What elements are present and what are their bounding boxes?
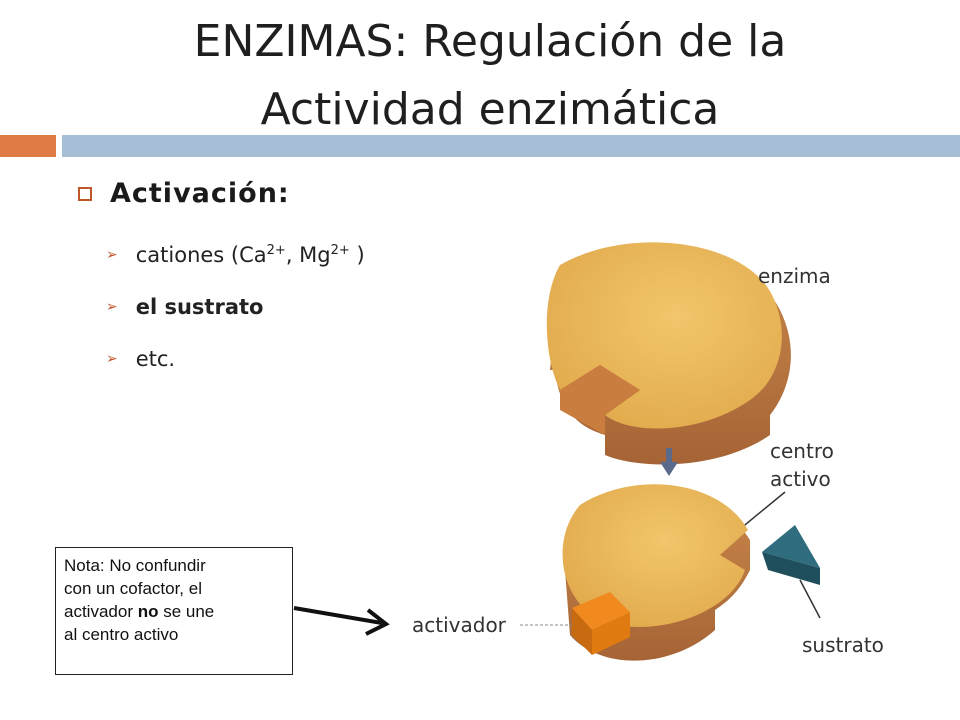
note-line-1: Nota: No confundir bbox=[64, 556, 206, 575]
note-line-3: activador no se une bbox=[64, 602, 215, 621]
enzyme-top-shape bbox=[546, 242, 791, 465]
bullet-activacion-label: Activación: bbox=[110, 178, 290, 209]
label-sustrato: sustrato bbox=[802, 633, 884, 657]
arrow-bullet-icon: ➢ bbox=[106, 299, 118, 315]
substrate-shape bbox=[762, 525, 820, 585]
square-bullet-icon bbox=[78, 186, 92, 201]
sub-bullet-sustrato: ➢ el sustrato bbox=[106, 295, 263, 319]
sub-bullet-etc: ➢ etc. bbox=[106, 347, 175, 371]
note-line-4: al centro activo bbox=[64, 625, 179, 644]
down-arrow-icon bbox=[660, 448, 678, 476]
note-box: Nota: No confundir con un cofactor, el a… bbox=[55, 547, 293, 675]
title-line-1: ENZIMAS: Regulación de la bbox=[193, 16, 787, 67]
sub-bullet-cationes-text: cationes (Ca2+, Mg2+ ) bbox=[135, 243, 365, 267]
slide-title: ENZIMAS: Regulación de la Actividad enzi… bbox=[60, 8, 920, 144]
accent-bar-right bbox=[62, 135, 960, 157]
label-centro: centro bbox=[770, 439, 834, 463]
sub-bullet-sustrato-text: el sustrato bbox=[135, 295, 264, 319]
accent-bar-left bbox=[0, 135, 56, 157]
arrow-bullet-icon: ➢ bbox=[106, 247, 118, 263]
enzyme-diagram: enzima centro activo activador sustrato bbox=[412, 242, 884, 661]
bullet-activacion: Activación: bbox=[78, 178, 290, 209]
activator-shape bbox=[572, 592, 630, 655]
label-activador: activador bbox=[412, 613, 507, 637]
sub-bullet-cationes: ➢ cationes (Ca2+, Mg2+ ) bbox=[106, 243, 365, 267]
sub-bullet-etc-text: etc. bbox=[135, 347, 176, 371]
note-arrow-icon bbox=[293, 606, 390, 636]
label-activo: activo bbox=[770, 467, 831, 491]
label-enzima: enzima bbox=[758, 264, 831, 288]
note-line-2: con un cofactor, el bbox=[64, 579, 202, 598]
arrow-bullet-icon: ➢ bbox=[106, 351, 118, 367]
title-line-2: Actividad enzimática bbox=[260, 84, 720, 135]
